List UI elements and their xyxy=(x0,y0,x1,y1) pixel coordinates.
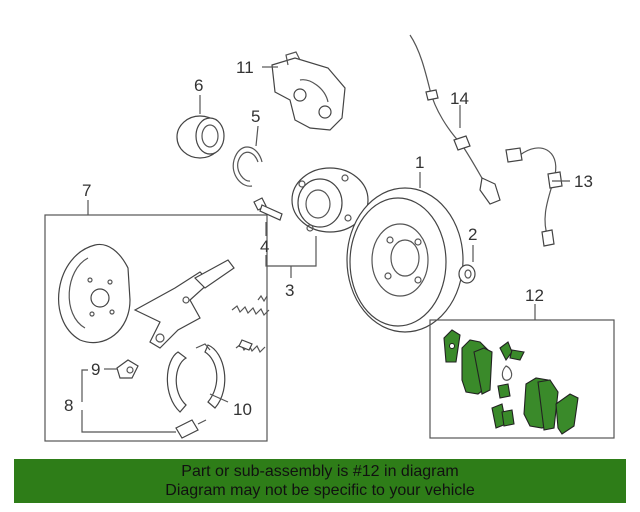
callout-14: 14 xyxy=(450,89,469,108)
wheel-bearing xyxy=(176,115,225,159)
parts-diagram: 1 2 3 4 5 6 7 8 9 10 11 12 13 14 xyxy=(44,34,615,442)
callout-7: 7 xyxy=(82,181,91,200)
banner-line-1: Part or sub-assembly is #12 in diagram xyxy=(181,463,459,480)
backing-plate-group-box xyxy=(44,214,268,442)
callout-12: 12 xyxy=(525,286,544,305)
snap-ring xyxy=(232,146,263,187)
callout-1: 1 xyxy=(415,153,424,172)
parking-brake-shoes xyxy=(166,343,226,413)
brake-caliper xyxy=(271,51,346,131)
banner-line-2: Diagram may not be specific to your vehi… xyxy=(165,482,475,499)
brake-rotor xyxy=(346,187,464,333)
callout-10: 10 xyxy=(233,400,252,419)
springs xyxy=(231,294,270,354)
rotor-washer xyxy=(458,264,476,284)
callout-8: 8 xyxy=(64,396,73,415)
callout-2: 2 xyxy=(468,225,477,244)
callout-4: 4 xyxy=(260,237,269,256)
backing-plate xyxy=(58,243,131,344)
callout-11: 11 xyxy=(236,58,254,77)
abs-sensor xyxy=(409,34,501,205)
wheel-hub xyxy=(291,167,369,233)
pin-part xyxy=(175,419,207,439)
brake-pad-kit-box xyxy=(429,319,615,439)
callout-6: 6 xyxy=(194,76,203,95)
adjuster-part xyxy=(116,359,139,379)
info-banner: Part or sub-assembly is #12 in diagram D… xyxy=(14,459,626,503)
brake-hose xyxy=(505,147,563,247)
parking-brake-lever xyxy=(133,259,235,349)
callout-5: 5 xyxy=(251,107,260,126)
callout-9: 9 xyxy=(91,360,100,379)
callout-3: 3 xyxy=(285,281,294,300)
brake-pad-kit xyxy=(443,329,579,435)
hub-bolt xyxy=(253,197,283,221)
callout-13: 13 xyxy=(574,172,593,191)
